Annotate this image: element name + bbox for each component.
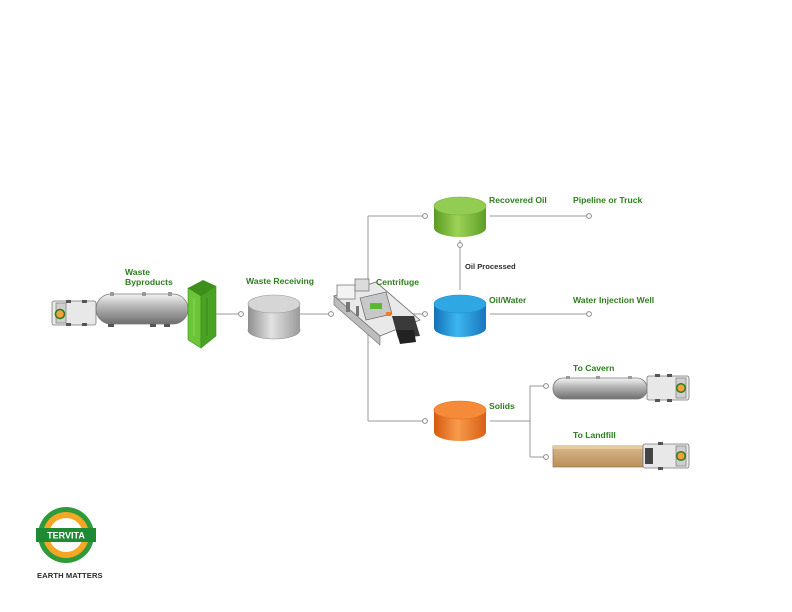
label-waste-byproducts-line2: Byproducts [125, 276, 173, 287]
connector-nodes [238, 213, 592, 460]
label-waste-byproducts-line1: Waste [125, 267, 150, 277]
solids-tank [433, 400, 487, 441]
recovered-oil-tank [433, 196, 487, 237]
oil-water-tank [433, 294, 487, 337]
flatbed-truck-icon [552, 442, 690, 470]
label-oil-processed: Oil Processed [465, 262, 516, 271]
cavern-tanker-truck-icon [552, 374, 690, 402]
label-recovered-oil: Recovered Oil [489, 195, 547, 205]
logo-tagline: EARTH MATTERS [37, 571, 103, 580]
tervita-logo-icon [36, 507, 96, 563]
label-oil-water: Oil/Water [489, 295, 527, 305]
label-centrifuge: Centrifuge [376, 277, 419, 287]
waste-receiving-tank [247, 294, 301, 340]
label-to-cavern: To Cavern [573, 363, 615, 373]
label-pipeline-or-truck: Pipeline or Truck [573, 195, 643, 205]
label-waste-byproducts: Waste Byproducts [125, 267, 173, 288]
hopper-icon [187, 280, 217, 349]
tanker-truck-icon [51, 292, 189, 327]
logo-wordmark: TERVITA [47, 531, 85, 541]
label-solids: Solids [489, 401, 515, 411]
label-water-injection-well: Water Injection Well [573, 295, 655, 305]
label-to-landfill: To Landfill [573, 430, 616, 440]
centrifuge-machine-icon [333, 278, 421, 346]
label-waste-receiving: Waste Receiving [246, 276, 314, 286]
